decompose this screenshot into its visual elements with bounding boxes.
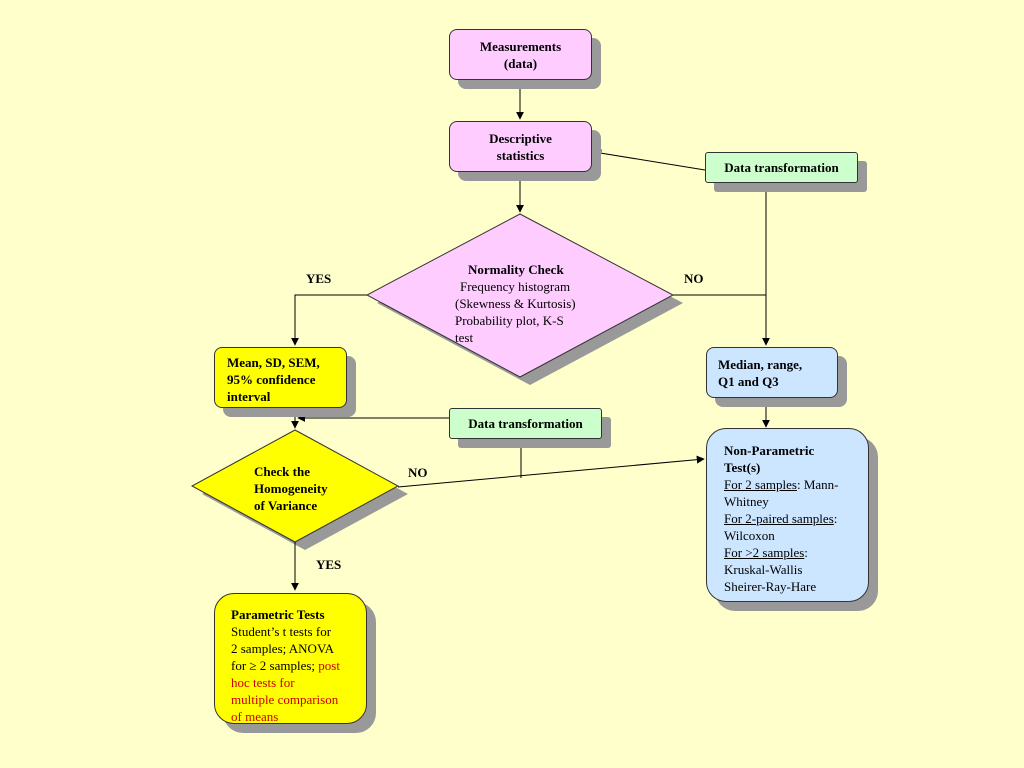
sample3-line2: Kruskal-Wallis [724, 562, 803, 577]
data-transformation-mid-box: Data transformation [449, 408, 602, 439]
nonparametric-sample2: For 2-paired samples: [724, 510, 868, 527]
normality-line2: (Skewness & Kurtosis) [455, 296, 576, 311]
normality-line3: Probability plot, K-S [455, 313, 564, 328]
sample1-rest: : Mann- [796, 477, 839, 492]
nonparametric-tests-box: Non-Parametric Test(s) For 2 samples: Ma… [706, 428, 869, 602]
measurements-line2: (data) [503, 55, 538, 71]
parametric-line3a: for ≥ 2 samples; [231, 658, 319, 673]
parametric-title: Parametric Tests [231, 607, 325, 622]
mean-line3: interval [227, 389, 271, 404]
sample2-rest: : [833, 511, 838, 526]
no-label-middle: NO [408, 465, 428, 480]
homogeneity-line3: of Variance [254, 498, 318, 513]
nonparametric-sample1: For 2 samples: Mann- [724, 476, 868, 493]
nonparametric-sample3: For >2 samples: [724, 544, 868, 561]
normality-title: Normality Check [468, 262, 564, 277]
parametric-tests-box: Parametric Tests Student’s t tests for 2… [214, 593, 367, 724]
no-label-right: NO [684, 271, 704, 286]
parametric-line1: Student’s t tests for [231, 624, 332, 639]
data-transformation-top-label: Data transformation [724, 160, 839, 175]
homogeneity-line2: Homogeneity [254, 481, 328, 496]
parametric-line2: 2 samples; ANOVA [231, 641, 335, 656]
yes-label-bottom: YES [316, 557, 342, 572]
arrow-homogeneity-no [397, 455, 705, 488]
descriptive-statistics-box: Descriptive statistics [449, 121, 592, 172]
median-line1: Median, range, [718, 357, 803, 372]
parametric-line3: for ≥ 2 samples; post [231, 657, 366, 674]
arrow-normality-yes [291, 294, 367, 346]
normality-line1: Frequency histogram [460, 279, 571, 294]
homogeneity-line1: Check the [254, 464, 310, 479]
descriptive-line2: statistics [496, 147, 545, 163]
measurements-box: Measurements (data) [449, 29, 592, 80]
yes-label-left: YES [306, 271, 332, 286]
parametric-line3b: post [318, 658, 340, 673]
data-transformation-mid-label: Data transformation [468, 416, 583, 431]
sample1-line2: Whitney [724, 494, 769, 509]
sample3-line3: Sheirer-Ray-Hare [724, 579, 817, 594]
sample3-rest: : [804, 545, 808, 560]
sample3-label: For >2 samples [724, 545, 805, 560]
median-line2: Q1 and Q3 [718, 374, 779, 389]
parametric-line4: hoc tests for [231, 675, 295, 690]
mean-line2: 95% confidence [227, 372, 316, 387]
normality-line4: test [455, 330, 474, 345]
measurements-line1: Measurements [479, 38, 562, 54]
nonparametric-title2: Test(s) [724, 460, 761, 475]
mean-line1: Mean, SD, SEM, [227, 355, 320, 370]
normality-diamond [365, 213, 675, 378]
sample2-label: For 2-paired samples [724, 511, 834, 526]
parametric-line5: multiple comparison [231, 692, 339, 707]
sample2-line2: Wilcoxon [724, 528, 775, 543]
arrow-transform-to-descriptive [593, 149, 706, 171]
nonparametric-title1: Non-Parametric [724, 443, 815, 458]
mean-sd-box: Mean, SD, SEM, 95% confidence interval [214, 347, 347, 408]
parametric-line6: of means [231, 709, 279, 724]
sample1-label: For 2 samples [724, 477, 797, 492]
data-transformation-top-box: Data transformation [705, 152, 858, 183]
median-range-box: Median, range, Q1 and Q3 [706, 347, 838, 398]
descriptive-line1: Descriptive [489, 130, 552, 146]
